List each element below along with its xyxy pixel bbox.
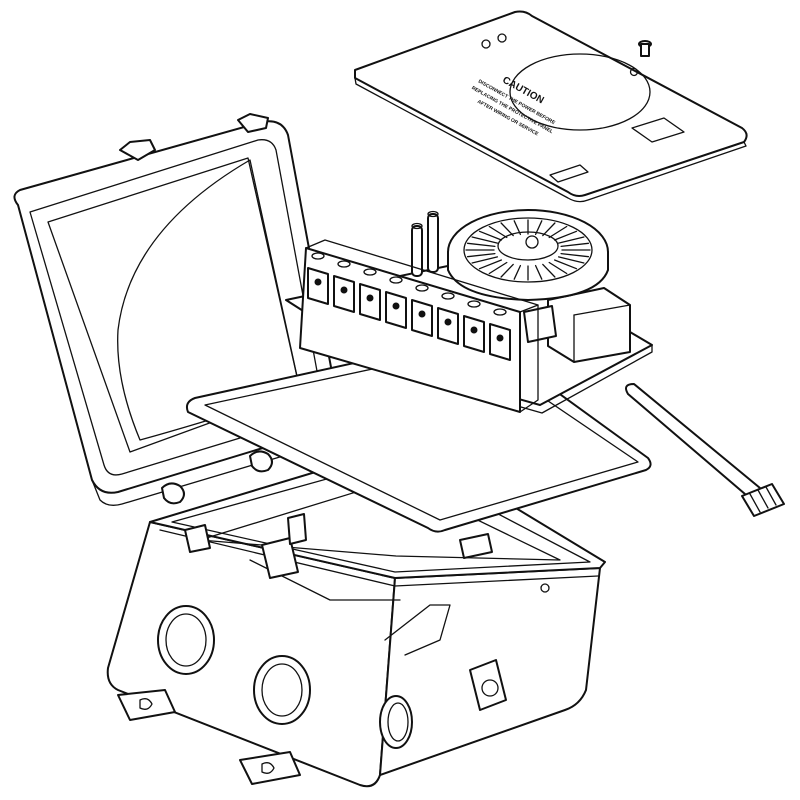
dial-rib (513, 264, 522, 280)
cover-plate: CAUTION DISCONNECT THE POWER BEFORE REPL… (354, 10, 748, 203)
dial-rib (560, 252, 590, 258)
terminal-slot (307, 252, 329, 305)
dial-rib (471, 236, 499, 244)
dial-rib (534, 264, 543, 280)
dial-rib (500, 263, 514, 278)
dial-rib (542, 263, 556, 278)
dial-rib (513, 220, 522, 236)
dial-rib (471, 256, 499, 264)
circuit-board-assembly (285, 209, 653, 414)
terminal-slot (437, 292, 459, 345)
terminal-slot (385, 276, 407, 329)
terminal-slot (411, 284, 433, 337)
dial-rib (466, 242, 496, 248)
plate-screw (638, 40, 652, 57)
dial-rib (560, 242, 590, 248)
terminal-slot (463, 300, 485, 353)
dial-rib (478, 259, 503, 270)
terminal-slot (333, 260, 355, 313)
terminal-slot (359, 268, 381, 321)
dial-rib (488, 225, 508, 239)
terminal-slot (489, 308, 511, 361)
dial-rib (557, 256, 585, 264)
dial-rib (548, 225, 568, 239)
antenna (625, 383, 785, 517)
dial-rib (478, 230, 503, 241)
dial-rib (553, 230, 578, 241)
dial-rib (548, 261, 568, 275)
dial-ribs (465, 219, 591, 281)
dial-rib (542, 222, 556, 237)
dial-rib (553, 259, 578, 270)
terminal-slots (307, 252, 511, 361)
dial-rib (500, 222, 514, 237)
dial-rib (488, 261, 508, 275)
dial-rib (534, 220, 543, 236)
dial-rib (466, 252, 496, 258)
dial-rib (557, 236, 585, 244)
